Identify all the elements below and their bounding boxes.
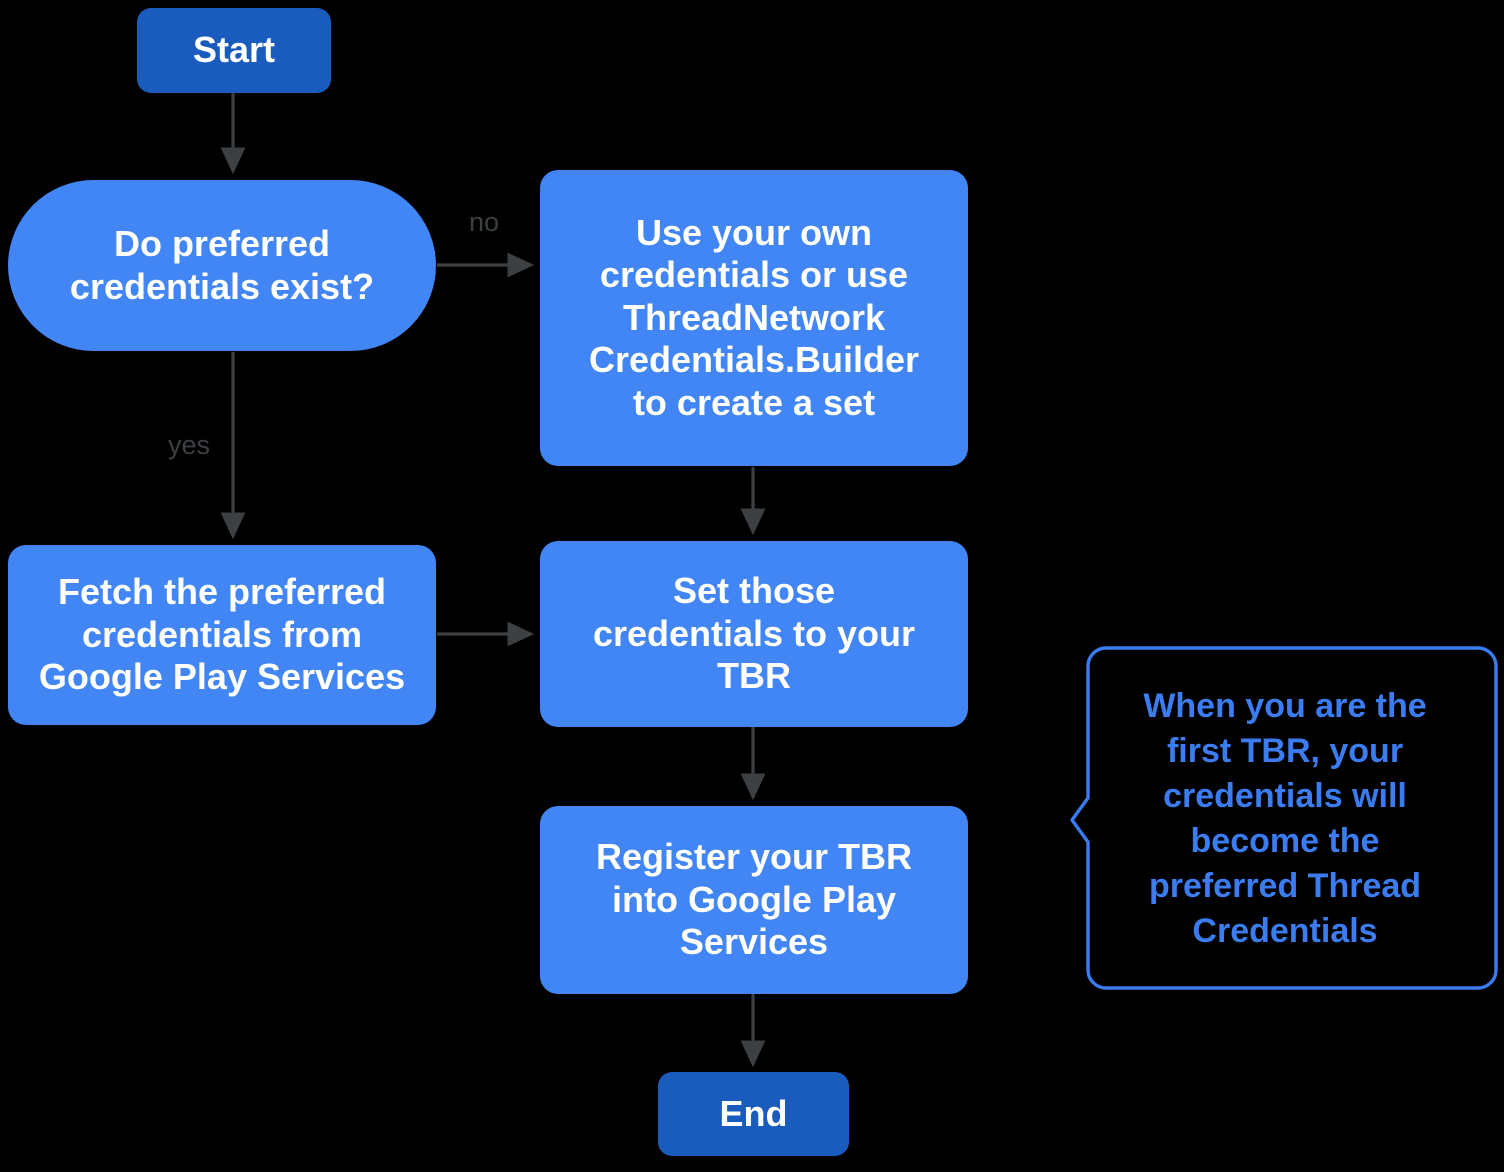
node-decision-label: Do preferred credentials exist? — [69, 223, 375, 307]
node-end[interactable]: End — [658, 1072, 849, 1156]
node-use-your-own-credentials[interactable]: Use your own credentials or use ThreadNe… — [540, 170, 968, 466]
edge-label-no: no — [469, 207, 500, 237]
node-set-label: Set those credentials to your TBR — [592, 570, 916, 697]
node-set-those-credentials[interactable]: Set those credentials to your TBR — [540, 541, 968, 727]
node-own-label: Use your own credentials or use ThreadNe… — [588, 211, 920, 423]
node-start[interactable]: Start — [137, 8, 331, 93]
node-end-label: End — [719, 1092, 788, 1134]
node-fetch-label: Fetch the preferred credentials from Goo… — [38, 571, 406, 698]
callout-first-tbr-note: When you are the first TBR, your credent… — [1040, 646, 1498, 992]
callout-text: When you are the first TBR, your credent… — [1143, 687, 1427, 950]
node-fetch-preferred-credentials[interactable]: Fetch the preferred credentials from Goo… — [8, 545, 436, 725]
node-start-label: Start — [192, 29, 276, 71]
node-register-label: Register your TBR into Google Play Servi… — [595, 836, 913, 963]
node-register-your-tbr[interactable]: Register your TBR into Google Play Servi… — [540, 806, 968, 994]
edge-label-yes: yes — [168, 430, 211, 460]
node-do-preferred-credentials-exist[interactable]: Do preferred credentials exist? — [8, 180, 436, 351]
callout-shape — [1070, 646, 1498, 990]
